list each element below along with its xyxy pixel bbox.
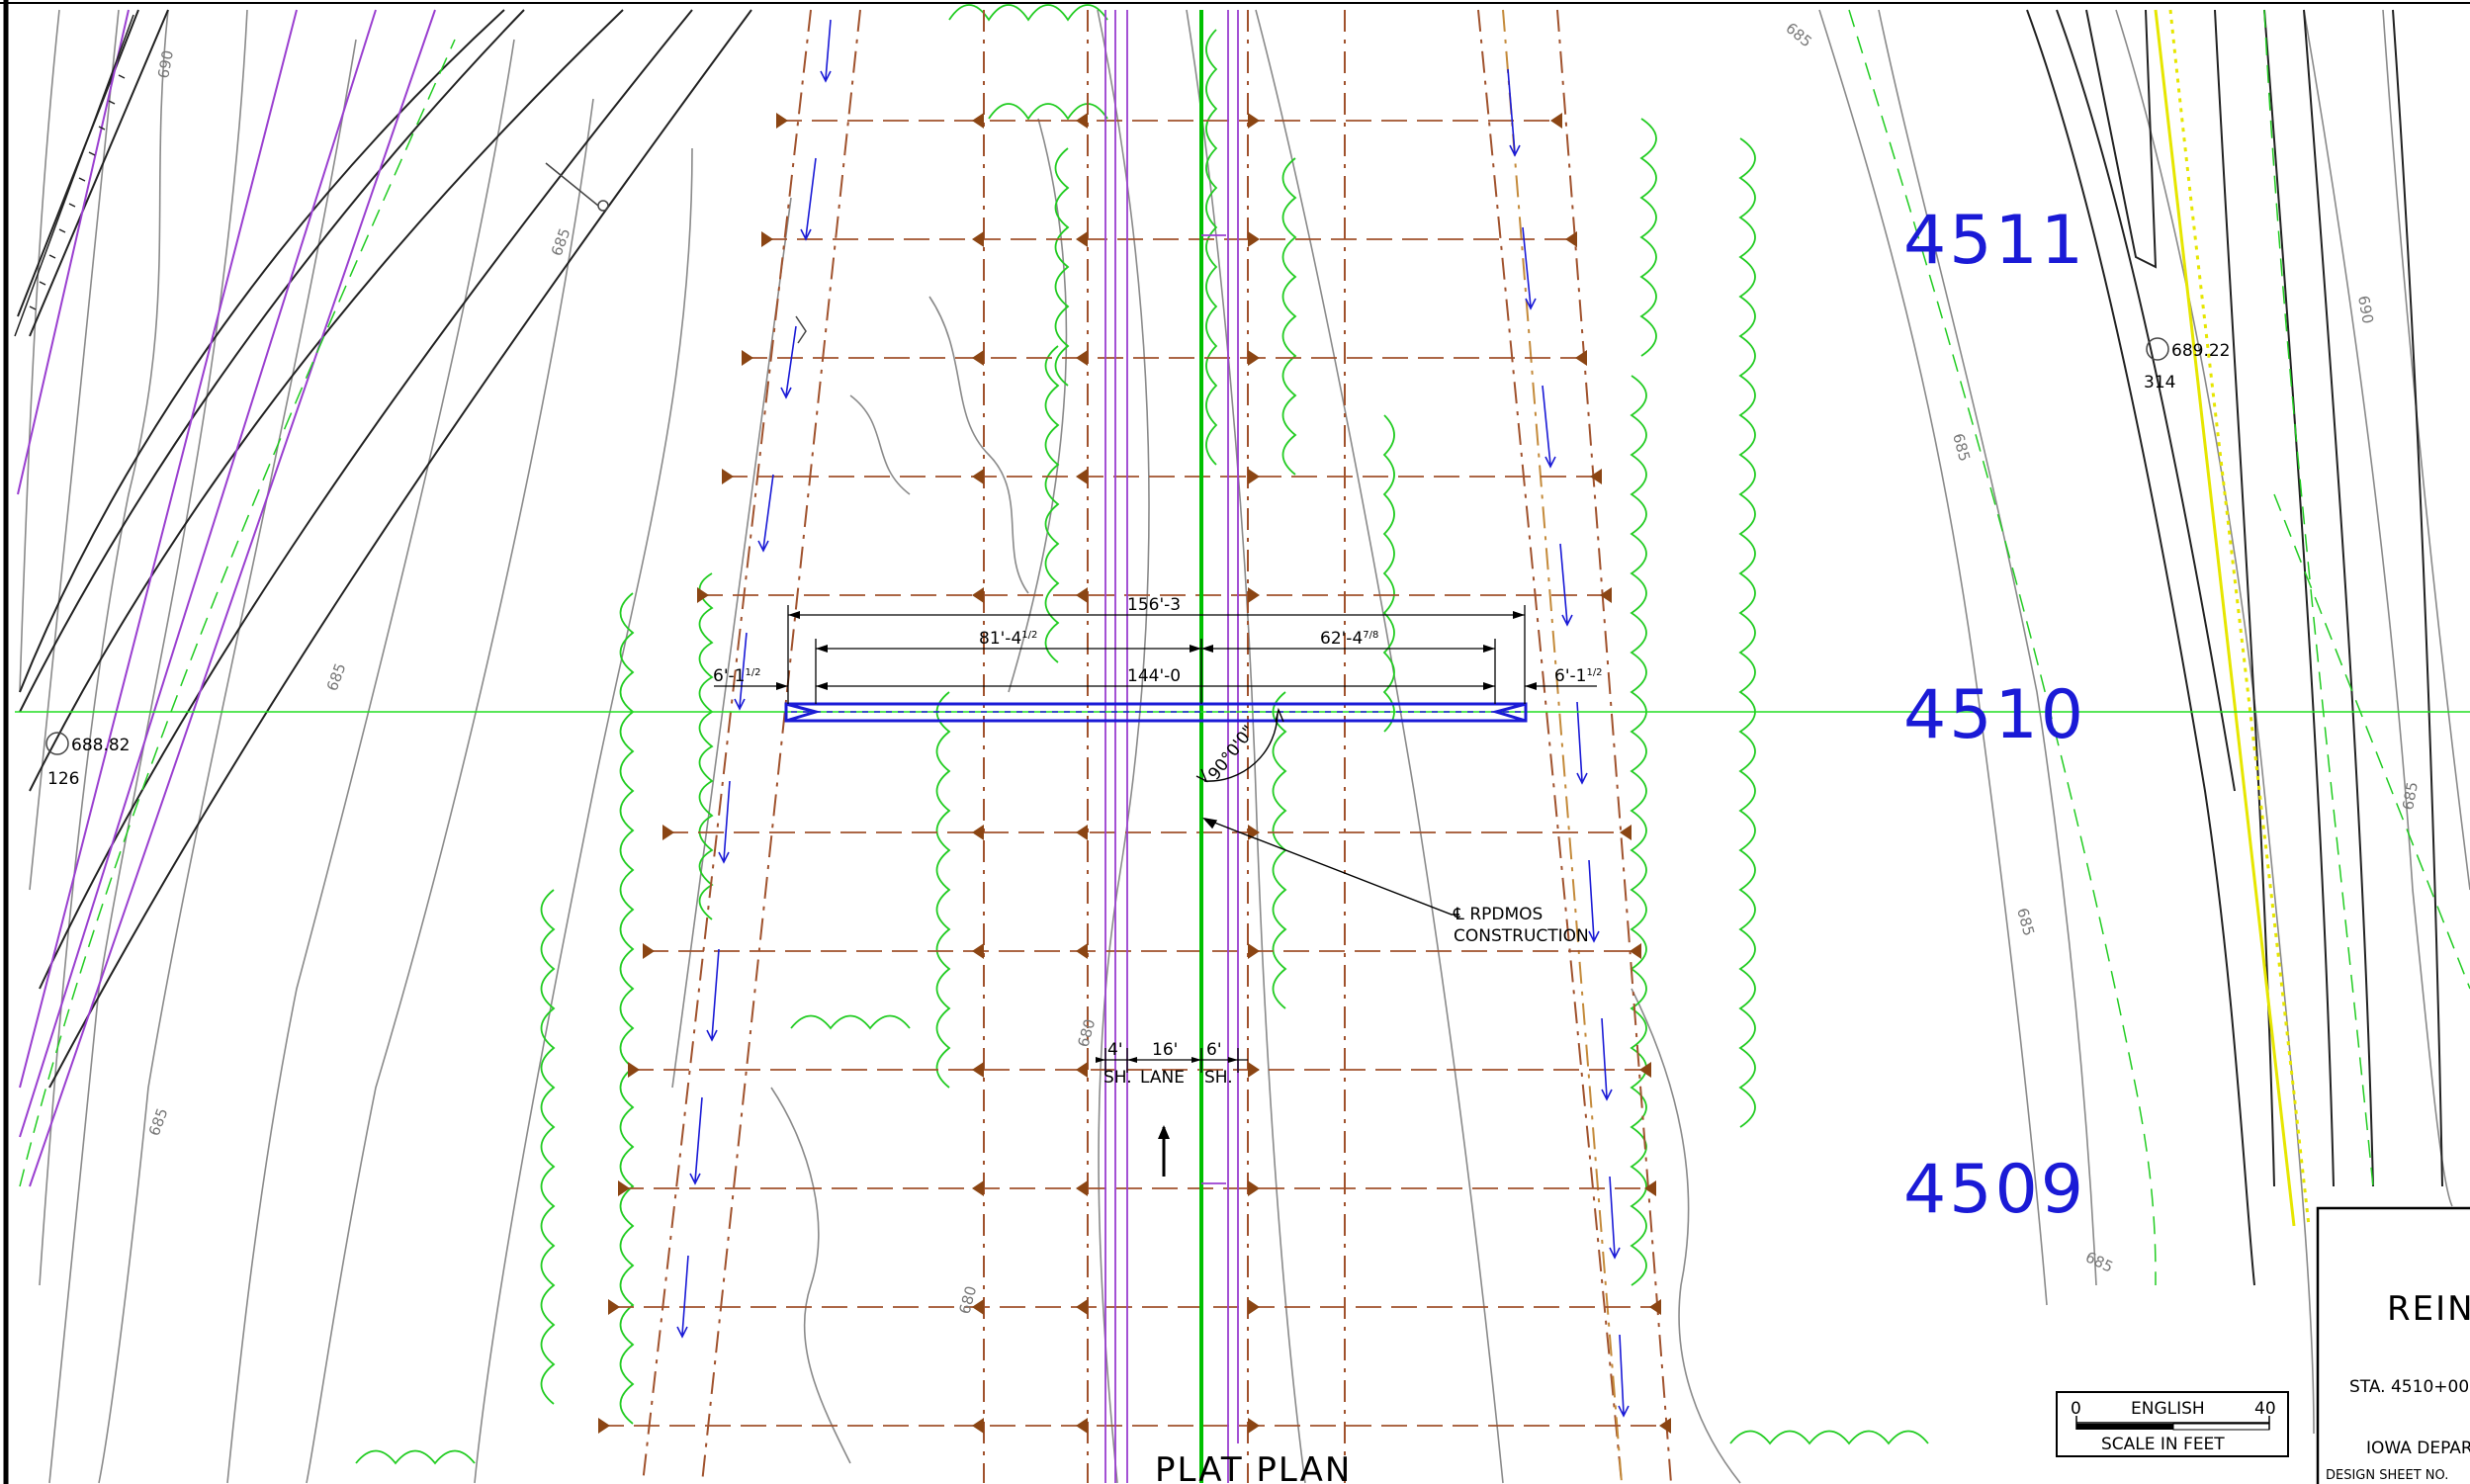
left-span-dim: 81'-41/2	[979, 629, 1037, 649]
spot-elevation-markers	[45, 162, 2169, 755]
spot-id-1: 126	[47, 769, 79, 789]
contour-label: 685	[323, 660, 350, 693]
contour-label: 685	[2013, 906, 2038, 937]
contour-label: 685	[1782, 19, 1815, 50]
centerline-callout-leader	[1202, 817, 1459, 916]
right-overhang-dim: 6'-11/2	[1554, 666, 1603, 686]
drainage-arrows	[676, 19, 1630, 1418]
spot-elevation-1: 688.82	[71, 736, 130, 755]
purple-lane-lines	[1104, 10, 1239, 1483]
spot-elevation-2: 689.22	[2171, 341, 2230, 361]
contour-label: 685	[145, 1105, 172, 1138]
bridge-length-dim: 144'-0	[1127, 666, 1181, 686]
callout-line-1: ℄ RPDMOS	[1453, 905, 1543, 924]
tick-line-left	[14, 14, 134, 337]
contour-label: 680	[955, 1284, 980, 1316]
bridge-outline	[784, 702, 1528, 723]
scale-end: 40	[2254, 1399, 2276, 1419]
lane-label: LANE	[1140, 1068, 1185, 1088]
scale-bar	[2056, 1391, 2289, 1457]
right-shoulder-width: 6'	[1206, 1040, 1222, 1060]
right-span-dim: 62'-47/8	[1320, 629, 1378, 649]
drawing-title: PLAT PLAN	[1155, 1450, 1352, 1484]
title-block-station: STA. 4510+00	[2349, 1377, 2469, 1397]
contour-label: 685	[2082, 1248, 2116, 1275]
title-block-agency: IOWA DEPAR	[2366, 1439, 2470, 1458]
left-shoulder-width: 4'	[1107, 1040, 1123, 1060]
left-shoulder-label: SH.	[1103, 1068, 1132, 1088]
station-4510: 4510	[1903, 676, 2086, 754]
callout-line-2: CONSTRUCTION	[1454, 926, 1589, 946]
existing-purple-lines-left	[17, 9, 436, 1187]
spot-id-2: 314	[2144, 373, 2175, 393]
skew-angle-arc	[1195, 707, 1284, 783]
section-markers	[598, 113, 1671, 1434]
scale-units: ENGLISH	[2131, 1399, 2205, 1419]
skew-angle-label: 90°0'0"	[1204, 722, 1259, 784]
title-block-design-sheet: DESIGN SHEET NO.	[2326, 1468, 2448, 1483]
tree-lines	[355, 4, 1929, 1465]
contour-label: 690	[2354, 295, 2377, 325]
existing-road-lines-right	[2026, 9, 2443, 1286]
section-lines	[598, 120, 1671, 1427]
right-shoulder-label: SH.	[1204, 1068, 1233, 1088]
station-4509: 4509	[1903, 1151, 2086, 1229]
overall-length-dim: 156'-3	[1127, 595, 1181, 615]
dimension-lines	[714, 605, 1597, 1073]
arrow-up-icon	[1158, 1125, 1170, 1177]
title-block-heading: REIN	[2387, 1289, 2470, 1329]
existing-road-lines-left	[17, 9, 752, 1089]
lane-width: 16'	[1152, 1040, 1178, 1060]
contour-label: 690	[154, 48, 177, 79]
yellow-fence-line	[2154, 9, 2311, 1227]
contour-label: 685	[1949, 431, 1974, 463]
green-dashed-left	[19, 39, 456, 1187]
contour-label: 680	[1074, 1017, 1099, 1049]
title-block	[2316, 1206, 2470, 1484]
station-4511: 4511	[1903, 202, 2086, 280]
contour-label: 685	[2399, 780, 2422, 811]
scale-start: 0	[2071, 1399, 2081, 1419]
scale-caption: SCALE IN FEET	[2101, 1435, 2225, 1454]
left-overhang-dim: 6'-11/2	[713, 666, 761, 686]
road-edges	[642, 9, 1672, 1484]
green-dashed-right	[1848, 9, 2470, 1286]
